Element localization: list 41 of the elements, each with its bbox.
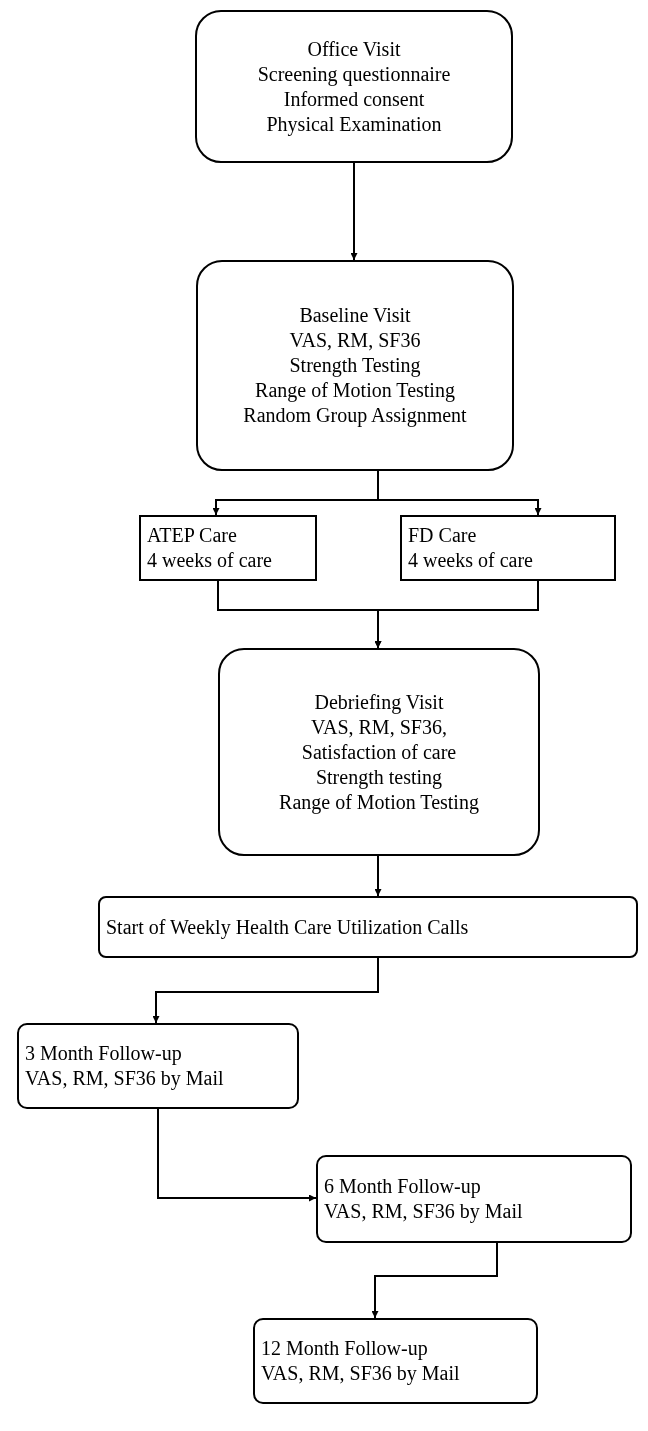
node-text: Range of Motion Testing — [279, 789, 479, 815]
rounded-process-box — [195, 10, 513, 163]
process-box — [139, 515, 317, 581]
connector-arrow — [377, 470, 542, 516]
node-text: VAS, RM, SF36, — [311, 714, 447, 740]
node-text: 12 Month Follow-up — [261, 1336, 428, 1361]
process-box — [400, 515, 616, 581]
node-text: Physical Examination — [266, 111, 442, 137]
connector-arrow — [374, 580, 539, 649]
node-text: 6 Month Follow-up — [324, 1174, 481, 1199]
rounded-process-box — [218, 648, 540, 856]
node-text: VAS, RM, SF36 — [289, 328, 421, 353]
connector-arrow — [374, 855, 382, 897]
node-text: ATEP Care — [147, 523, 237, 548]
node-text: 4 weeks of care — [408, 548, 533, 573]
rounded-process-box — [253, 1318, 538, 1404]
connector-arrow — [371, 1242, 498, 1319]
node-text: Strength Testing — [289, 353, 421, 378]
node-text: 4 weeks of care — [147, 548, 272, 573]
rounded-process-box — [316, 1155, 632, 1243]
rounded-process-box — [17, 1023, 299, 1109]
node-text: Debriefing Visit — [314, 689, 444, 715]
connector-arrow — [157, 1108, 317, 1202]
node-text: 3 Month Follow-up — [25, 1041, 182, 1066]
node-text: Office Visit — [307, 36, 401, 62]
node-text: Satisfaction of care — [301, 739, 457, 765]
node-text: Screening questionnaire — [257, 61, 451, 87]
node-text: Random Group Assignment — [243, 403, 467, 428]
connector-arrow — [350, 162, 358, 261]
node-text: Baseline Visit — [299, 303, 411, 328]
node-text: Strength testing — [315, 764, 443, 790]
connector-arrow — [152, 957, 379, 1024]
rounded-process-box — [196, 260, 514, 471]
node-text: Informed consent — [283, 86, 425, 112]
rounded-process-box — [98, 896, 638, 958]
node-text: VAS, RM, SF36 by Mail — [261, 1361, 460, 1386]
node-text: FD Care — [408, 523, 477, 548]
node-text: VAS, RM, SF36 by Mail — [25, 1066, 224, 1091]
node-text: Start of Weekly Health Care Utilization Calls — [106, 914, 469, 940]
node-text: VAS, RM, SF36 by Mail — [324, 1199, 523, 1224]
node-text: Range of Motion Testing — [255, 378, 455, 403]
